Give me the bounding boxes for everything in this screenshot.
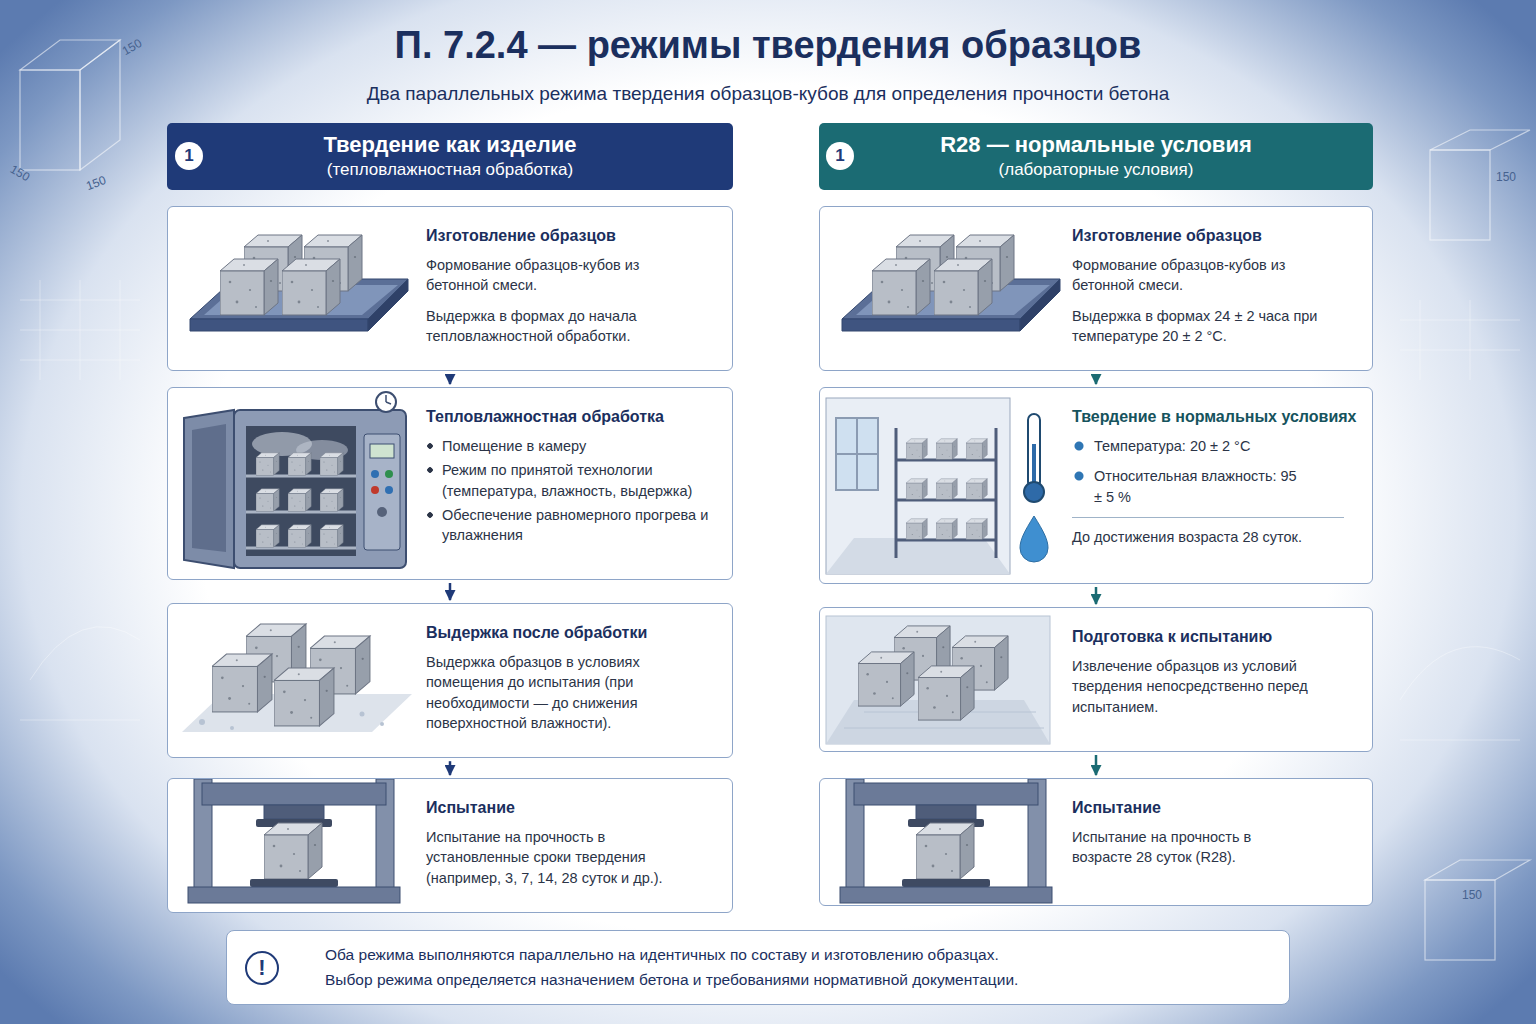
mode-number-badge: 1 (175, 142, 203, 170)
text-column: Твердение как изделие(тепловлажностная о… (167, 123, 733, 190)
node-text: Формование образцов-кубов из бетонной см… (426, 255, 671, 296)
steam-chamber-illustration (172, 388, 422, 578)
flow-arrow (1095, 755, 1098, 775)
process-box: ИспытаниеИспытание на прочность в возрас… (819, 778, 1373, 906)
node-heading: Испытание (426, 799, 711, 817)
node-text: Температура: 20 ± 2 °C (1072, 436, 1364, 456)
process-box: Выдержка после обработкиВыдержка образцо… (167, 603, 733, 758)
node-heading: Изготовление образцов (1072, 227, 1322, 245)
node-heading: Испытание (1072, 799, 1312, 817)
dimension-label: 150 (120, 36, 144, 58)
node-heading: R28 — нормальные условия (940, 132, 1252, 158)
flow-arrow (449, 583, 452, 600)
node-heading: 1 (184, 146, 193, 166)
dimension-label: 150 (1462, 888, 1482, 902)
diagram-title: П. 7.2.4 — режимы твердения образцов (0, 24, 1536, 67)
text-column: Тепловлажностная обработкаПомещение в ка… (426, 388, 726, 561)
flow-arrow (1095, 587, 1098, 604)
node-text: Выдержка образцов в условиях помещения д… (426, 652, 701, 733)
subtitle: Два параллельных режима твердения образц… (0, 83, 1536, 105)
node-heading: Тепловлажностная обработка (426, 408, 726, 426)
mold-tray-illustration (824, 207, 1074, 357)
cured-cubes-illustration (172, 604, 422, 749)
process-box: Изготовление образцовФормование образцов… (819, 206, 1373, 371)
process-box: Подготовка к испытаниюИзвлечение образцо… (819, 607, 1373, 752)
node-text: Относительная влажность: 95 ± 5 % (1072, 466, 1304, 507)
node-text: (тепловлажностная обработка) (327, 159, 573, 181)
node-heading: Изготовление образцов (426, 227, 671, 245)
specimen-removal-illustration (824, 608, 1064, 748)
text-column: Выдержка после обработкиВыдержка образцо… (426, 604, 701, 755)
node-text: Выдержка в формах 24 ± 2 часа при темпер… (1072, 306, 1322, 347)
node-text: До достижения возраста 28 суток. (1072, 517, 1344, 547)
text-column: Оба режима выполняются параллельно на ид… (227, 931, 1289, 1004)
flow-arrow (449, 761, 452, 775)
process-box: Твердение в нормальных условияхТемперату… (819, 387, 1373, 584)
node-text: Режим по принятой технологии (температур… (426, 460, 726, 501)
process-box: Тепловлажностная обработкаПомещение в ка… (167, 387, 733, 580)
press-illustration (824, 779, 1074, 904)
node-text: Испытание на прочность в установленные с… (426, 827, 711, 888)
node-text: Выдержка в формах до начала тепловлажнос… (426, 306, 671, 347)
flow-arrow (449, 374, 452, 384)
mode-header: R28 — нормальные условия(лабораторные ус… (819, 123, 1373, 190)
curing-room-illustration (824, 388, 1064, 583)
text-column: 1 (175, 142, 203, 170)
warning-icon: ! (245, 951, 279, 985)
process-box: Изготовление образцовФормование образцов… (167, 206, 733, 371)
dimension-label: 150 (8, 162, 32, 184)
node-text: Выбор режима определяется назначением бе… (325, 968, 1289, 992)
node-heading: Подготовка к испытанию (1072, 628, 1322, 646)
mode-header: Твердение как изделие(тепловлажностная о… (167, 123, 733, 190)
node-heading: 1 (835, 146, 844, 166)
node-heading: Твердение в нормальных условиях (1072, 408, 1364, 426)
node-heading: Твердение как изделие (323, 132, 576, 158)
text-column: R28 — нормальные условия(лабораторные ус… (819, 123, 1373, 190)
mold-tray-illustration (172, 207, 422, 357)
note-box: Оба режима выполняются параллельно на ид… (226, 930, 1290, 1005)
text-column: ИспытаниеИспытание на прочность в устано… (426, 779, 711, 910)
text-column: Подготовка к испытаниюИзвлечение образцо… (1072, 608, 1322, 739)
process-box: ИспытаниеИспытание на прочность в устано… (167, 778, 733, 913)
text-column: Изготовление образцовФормование образцов… (426, 207, 671, 368)
node-text: Извлечение образцов из условий твердения… (1072, 656, 1322, 717)
text-column: Твердение в нормальных условияхТемперату… (1072, 388, 1364, 559)
text-column: 1 (826, 142, 854, 170)
press-illustration (172, 779, 422, 904)
node-text: Помещение в камеру (426, 436, 726, 456)
dimension-label: 150 (1496, 170, 1516, 184)
node-text: (лабораторные условия) (999, 159, 1194, 181)
node-text: Испытание на прочность в возрасте 28 сут… (1072, 827, 1312, 868)
text-column: ИспытаниеИспытание на прочность в возрас… (1072, 779, 1312, 890)
node-text: Обеспечение равномерного прогрева и увла… (426, 505, 726, 546)
text-column: Изготовление образцовФормование образцов… (1072, 207, 1322, 368)
node-heading: Выдержка после обработки (426, 624, 701, 642)
sketch-cube (20, 40, 1530, 960)
flow-arrow (1095, 374, 1098, 384)
dimension-label: 150 (84, 173, 108, 193)
node-heading: Оба режима выполняются параллельно на ид… (325, 943, 1289, 967)
node-text: Формование образцов-кубов из бетонной см… (1072, 255, 1322, 296)
mode-number-badge: 1 (826, 142, 854, 170)
